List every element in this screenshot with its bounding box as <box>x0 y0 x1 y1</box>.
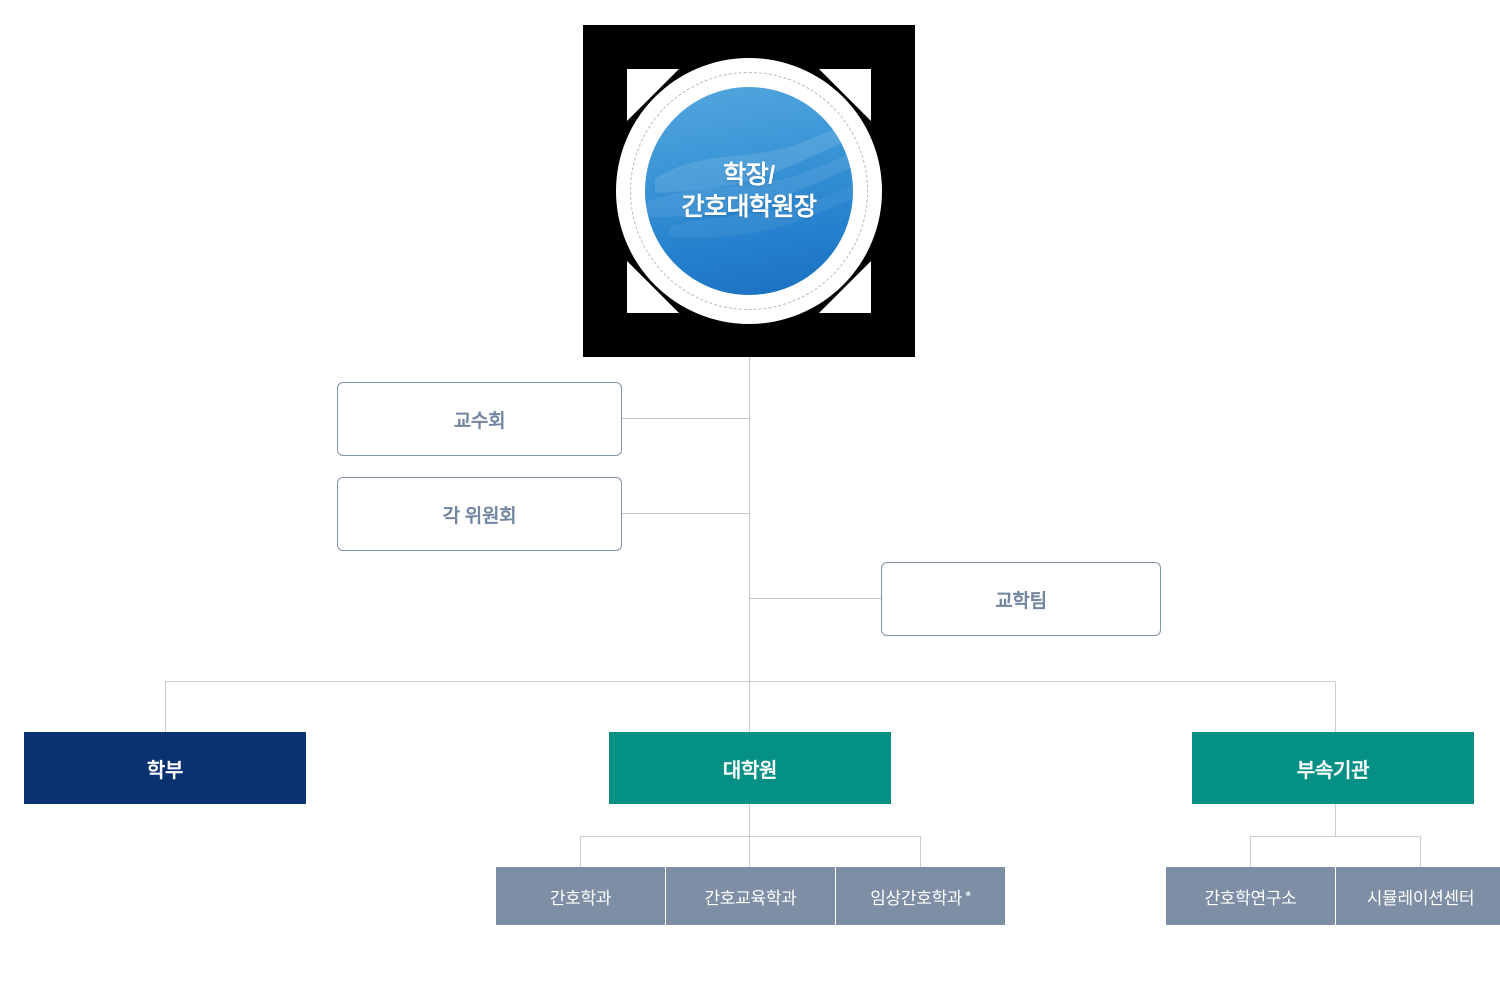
leaf-box-nursing-research-institute-label: 간호학연구소 <box>1204 888 1297 908</box>
connector-to-committees <box>620 513 750 514</box>
connector-drop-clinical-nursing-dept <box>920 836 921 867</box>
connector-graduate-bus <box>580 836 921 837</box>
leaf-box-nursing-education-department[interactable]: 간호교육학과 <box>666 867 835 925</box>
connector-to-academic-affairs-team <box>749 598 882 599</box>
division-box-undergraduate-label: 학부 <box>146 759 184 782</box>
leaf-box-nursing-research-institute[interactable]: 간호학연구소 <box>1166 867 1335 925</box>
division-box-affiliated-institutions-label: 부속기관 <box>1296 759 1370 782</box>
staff-box-academic-affairs-team-label: 교학팀 <box>995 590 1047 612</box>
connector-drop-graduate-school <box>749 681 750 732</box>
leaf-box-simulation-center-label: 시뮬레이션센터 <box>1366 888 1475 908</box>
division-box-undergraduate[interactable]: 학부 <box>24 732 306 804</box>
dean-node-dashed-ring <box>630 72 868 310</box>
connector-to-faculty-meeting <box>620 418 750 419</box>
connector-drop-undergraduate <box>165 681 166 732</box>
leaf-box-clinical-nursing-department[interactable]: 임상간호학과 * <box>836 867 1005 925</box>
connector-affiliated-stem <box>1335 804 1336 836</box>
staff-box-faculty-meeting-label: 교수회 <box>453 410 506 432</box>
division-box-affiliated-institutions[interactable]: 부속기관 <box>1192 732 1474 804</box>
connector-drop-research-institute <box>1250 836 1251 867</box>
leaf-box-nursing-department[interactable]: 간호학과 <box>496 867 665 925</box>
division-box-graduate-school-label: 대학원 <box>722 759 778 782</box>
footnote-asterisk-icon: * <box>965 887 971 905</box>
connector-drop-affiliated <box>1335 681 1336 732</box>
connector-drop-simulation-center <box>1420 836 1421 867</box>
staff-box-committees-label: 각 위원회 <box>442 505 517 527</box>
staff-box-committees[interactable]: 각 위원회 <box>337 477 622 551</box>
dean-node[interactable]: 학장/ 간호대학원장 <box>645 87 853 295</box>
dean-node-label: 학장/ 간호대학원장 <box>681 161 817 221</box>
staff-box-faculty-meeting[interactable]: 교수회 <box>337 382 622 456</box>
connector-drop-nursing-education-dept <box>749 836 750 867</box>
division-box-graduate-school[interactable]: 대학원 <box>609 732 891 804</box>
connector-division-bus <box>165 681 1336 682</box>
leaf-box-nursing-department-label: 간호학과 <box>549 888 612 908</box>
staff-box-academic-affairs-team[interactable]: 교학팀 <box>881 562 1161 636</box>
connector-affiliated-bus <box>1250 836 1421 837</box>
leaf-box-clinical-nursing-department-label: 임상간호학과 <box>870 888 963 908</box>
dean-node-frame: 학장/ 간호대학원장 <box>583 25 915 357</box>
leaf-box-simulation-center[interactable]: 시뮬레이션센터 <box>1336 867 1500 925</box>
connector-drop-nursing-dept <box>580 836 581 867</box>
leaf-box-nursing-education-department-label: 간호교육학과 <box>704 888 797 908</box>
connector-graduate-stem <box>749 804 750 836</box>
connector-spine-vertical <box>749 300 750 681</box>
